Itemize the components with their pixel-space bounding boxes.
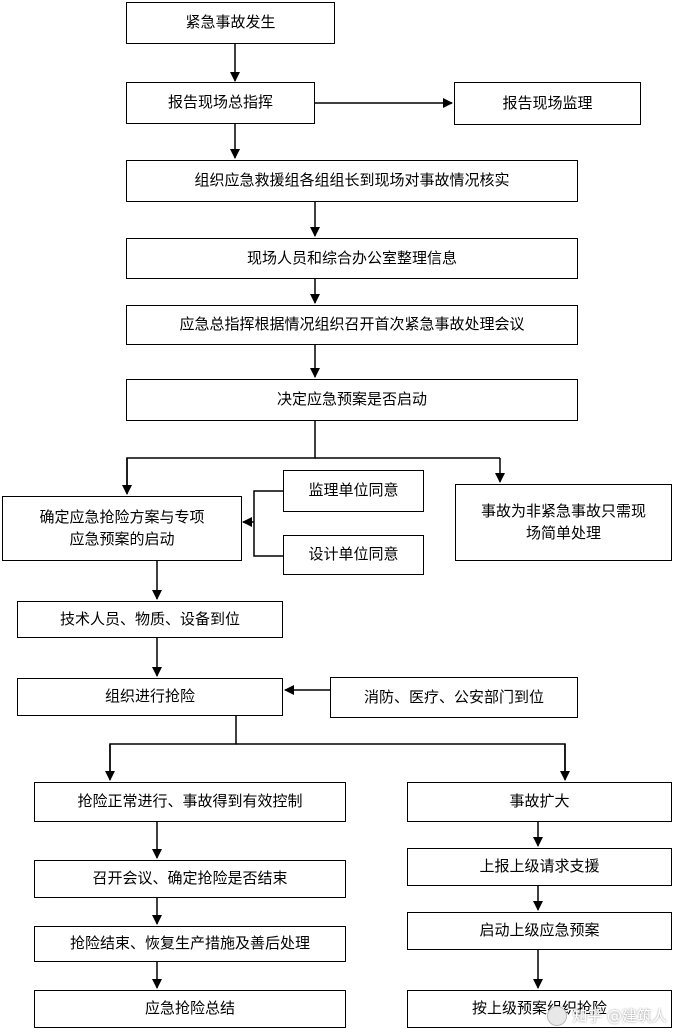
zhihu-avatar-icon	[547, 1005, 568, 1026]
node-decide-plan: 决定应急预案是否启动	[126, 379, 578, 421]
node-report-chief: 报告现场总指挥	[126, 82, 315, 124]
branch-to-expand	[236, 743, 566, 778]
node-rescue-end: 抢险结束、恢复生产措施及善后处理	[34, 926, 346, 962]
node-first-meeting: 应急总指挥根据情况组织召开首次紧急事故处理会议	[126, 305, 578, 345]
node-accident: 紧急事故发生	[126, 2, 335, 44]
node-meeting-end: 召开会议、确定抢险是否结束	[34, 860, 346, 898]
node-organize-verify: 组织应急救援组各组组长到现场对事故情况核实	[126, 160, 578, 202]
node-non-emergency: 事故为非紧急事故只需现场简单处理	[455, 484, 672, 561]
node-rescue-plan: 确定应急抢险方案与专项应急预案的启动	[2, 496, 242, 561]
bracket-approvals	[253, 490, 283, 557]
branch-rescue	[109, 716, 237, 778]
node-superior-rescue: 按上级预案组织抢险	[407, 990, 672, 1028]
node-normal-rescue: 抢险正常进行、事故得到有效控制	[34, 782, 346, 822]
node-tech-ready: 技术人员、物质、设备到位	[17, 601, 283, 638]
node-supervision-agree: 监理单位同意	[283, 470, 424, 512]
watermark: 知乎 @建筑人	[547, 1005, 667, 1026]
node-organize-info: 现场人员和综合办公室整理信息	[126, 238, 578, 279]
node-summary: 应急抢险总结	[34, 990, 346, 1028]
node-report-superior: 上报上级请求支援	[407, 848, 672, 886]
node-organize-rescue: 组织进行抢险	[17, 678, 283, 716]
node-departments-arrive: 消防、医疗、公安部门到位	[330, 677, 578, 718]
node-design-agree: 设计单位同意	[283, 535, 424, 575]
node-start-superior: 启动上级应急预案	[407, 912, 672, 950]
node-expand: 事故扩大	[407, 782, 672, 822]
node-report-supervision: 报告现场监理	[454, 82, 641, 125]
